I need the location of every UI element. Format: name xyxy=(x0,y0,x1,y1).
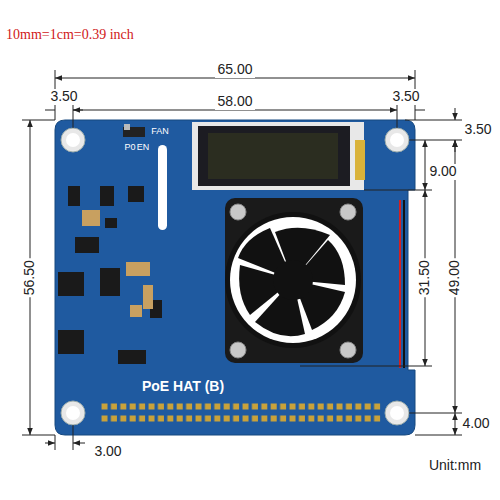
silkscreen-text: FAN xyxy=(151,127,169,137)
dimension: 3.50 xyxy=(48,89,79,104)
silkscreen-text: EN xyxy=(137,143,150,153)
unit-note: Unit:mm xyxy=(427,458,483,473)
dimension: 31.50 xyxy=(417,258,432,297)
silkscreen-text: P0 xyxy=(124,143,135,153)
dimension: 3.50 xyxy=(390,89,421,104)
dimension: 3.00 xyxy=(92,444,123,459)
dimension: 65.00 xyxy=(215,62,254,77)
dimension: 56.50 xyxy=(22,258,37,297)
dimension: 9.00 xyxy=(427,164,458,179)
dimension: 3.50 xyxy=(462,122,493,137)
board-name: PoE HAT (B) xyxy=(142,379,224,394)
dimension: 4.00 xyxy=(460,416,491,431)
dimension: 58.00 xyxy=(215,94,254,109)
scale-note: 10mm=1cm=0.39 inch xyxy=(4,27,136,42)
dimension: 49.00 xyxy=(447,258,462,297)
